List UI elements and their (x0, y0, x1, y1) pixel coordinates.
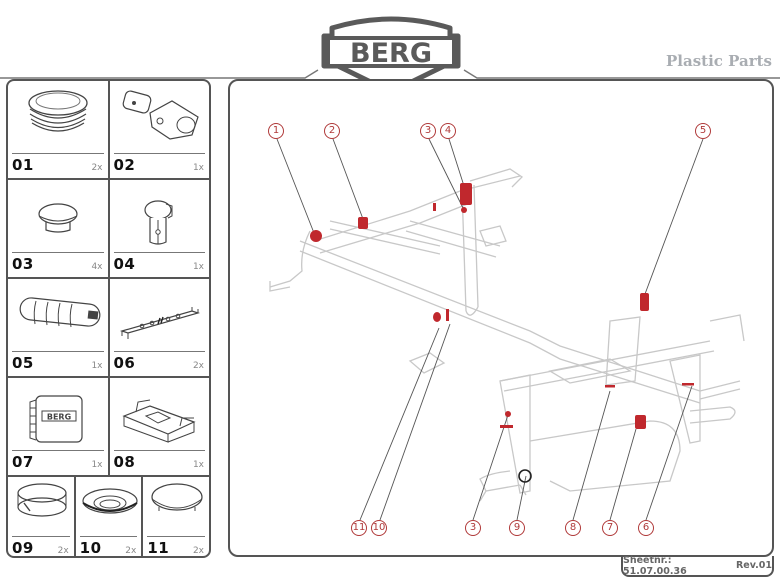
callout-3-top[interactable]: 3 (420, 123, 436, 139)
callout-5[interactable]: 5 (695, 123, 711, 139)
divider (12, 351, 104, 352)
page-title: Plastic Parts (666, 52, 772, 70)
part-02[interactable]: 02 1x (110, 81, 210, 178)
part-number: 09 (12, 539, 34, 557)
callout-6[interactable]: 6 (638, 520, 654, 536)
mounting-strip-icon (110, 279, 210, 350)
callout-9[interactable]: 9 (509, 520, 525, 536)
callout-1[interactable]: 1 (268, 123, 284, 139)
part-number: 08 (113, 453, 136, 471)
divider (113, 252, 205, 253)
part-number: 04 (113, 255, 136, 273)
divider (113, 450, 205, 451)
divider (79, 536, 138, 537)
sheet-number: Sheetnr.: 51.07.00.36 (623, 554, 687, 577)
part-qty: 1x (91, 460, 103, 470)
handle-grip-icon (8, 279, 108, 350)
part-qty: 2x (125, 546, 137, 556)
divider (12, 153, 104, 154)
end-cap-ribbed-icon (8, 81, 108, 152)
part-number: 03 (12, 255, 34, 273)
split-ring-icon (8, 477, 74, 535)
bearing-ring-icon (76, 477, 142, 535)
parts-row: BERG 07 1x 08 1x (8, 378, 209, 477)
tube-clip-icon (110, 180, 210, 251)
parts-row: 09 2x 10 2x 11 2x (8, 477, 209, 557)
part-qty: 2x (192, 546, 205, 556)
parts-row: 03 4x 04 1x (8, 180, 209, 279)
part-08[interactable]: 08 1x (110, 378, 210, 475)
divider (113, 153, 205, 154)
part-qty: 1x (192, 460, 204, 470)
parts-legend: 01 2x 02 1x 03 4x 04 1x (6, 79, 211, 558)
divider (12, 536, 70, 537)
parts-row: 01 2x 02 1x (8, 81, 209, 180)
callout-10[interactable]: 10 (371, 520, 387, 536)
part-04[interactable]: 04 1x (110, 180, 210, 277)
part-qty: 4x (91, 262, 103, 272)
part-qty: 2x (192, 361, 204, 371)
berg-logo: BERG (318, 14, 464, 95)
steering-clamp-icon (110, 81, 210, 152)
part-qty: 1x (192, 262, 204, 272)
go-kart-frame-drawing (269, 138, 745, 521)
part-number: 01 (12, 156, 34, 174)
sheet-info-tab: Sheetnr.: 51.07.00.36 Rev.01 (621, 554, 774, 577)
callout-7[interactable]: 7 (602, 520, 618, 536)
mushroom-cap-icon (8, 180, 108, 251)
part-09[interactable]: 09 2x (8, 477, 76, 557)
part-01[interactable]: 01 2x (8, 81, 110, 178)
part-number: 06 (113, 354, 136, 372)
callout-8[interactable]: 8 (565, 520, 581, 536)
part-number: 07 (12, 453, 34, 471)
berg-end-plug-icon: BERG (8, 378, 108, 449)
divider (113, 351, 205, 352)
part-qty: 1x (91, 361, 103, 371)
callout-2[interactable]: 2 (324, 123, 340, 139)
parts-row: 05 1x 06 2x (8, 279, 209, 378)
assembly-diagram: 1 2 3 4 5 11 10 3 9 8 7 6 (228, 79, 774, 557)
part-10[interactable]: 10 2x (76, 477, 144, 557)
callout-11[interactable]: 11 (351, 520, 367, 536)
bracket-cover-icon (110, 378, 210, 449)
part-qty: 2x (57, 546, 69, 556)
part-number: 10 (79, 539, 102, 557)
divider (12, 450, 104, 451)
part-11[interactable]: 11 2x (143, 477, 209, 557)
part-03[interactable]: 03 4x (8, 180, 110, 277)
part-qty: 1x (192, 163, 204, 173)
callout-3-bottom[interactable]: 3 (465, 520, 481, 536)
part-number: 02 (113, 156, 136, 174)
part-number: 05 (12, 354, 34, 372)
round-cap-icon (143, 477, 209, 535)
highlighted-parts (310, 183, 694, 429)
part-07[interactable]: BERG 07 1x (8, 378, 110, 475)
svg-text:BERG: BERG (47, 413, 71, 422)
part-06[interactable]: 06 2x (110, 279, 210, 376)
part-qty: 2x (91, 163, 103, 173)
logo-text: BERG (350, 38, 432, 69)
part-number: 11 (147, 539, 170, 557)
divider (12, 252, 104, 253)
divider (147, 536, 206, 537)
callout-4[interactable]: 4 (440, 123, 456, 139)
revision: Rev.01 (735, 560, 772, 571)
part-05[interactable]: 05 1x (8, 279, 110, 376)
